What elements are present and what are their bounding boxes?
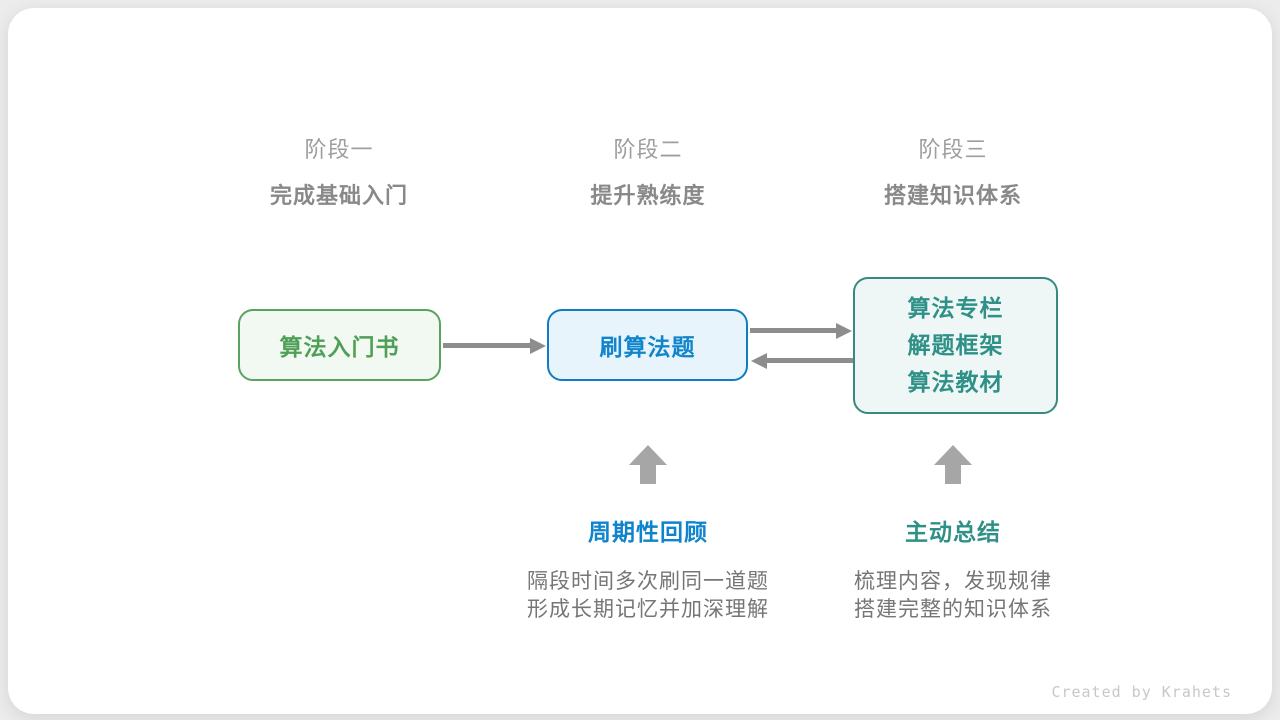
node-knowledge-line-1: 算法专栏 <box>907 295 1004 321</box>
annotation-active-summary-desc-line-1: 梳理内容，发现规律 <box>854 570 1052 593</box>
diagram-card: 阶段一 完成基础入门 阶段二 提升熟练度 阶段三 搭建知识体系 算法入门书 刷算… <box>8 8 1272 714</box>
annotation-periodic-review-desc: 隔段时间多次刷同一道题 形成长期记忆并加深理解 <box>488 568 808 624</box>
stage-2-label: 阶段二 <box>613 137 683 162</box>
stage-3-subtitle: 搭建知识体系 <box>883 183 1022 208</box>
stage-1-label: 阶段一 <box>304 137 374 162</box>
arrow-node2-to-node3-icon <box>750 328 837 333</box>
annotation-periodic-review-desc-line-1: 隔段时间多次刷同一道题 <box>527 570 769 593</box>
stage-1-subtitle: 完成基础入门 <box>269 183 408 208</box>
credit-text: Created by Krahets <box>1051 683 1232 701</box>
stage-2-subtitle: 提升熟练度 <box>590 183 706 208</box>
annotation-active-summary-title: 主动总结 <box>905 519 1001 545</box>
up-arrow-review-head <box>629 445 667 465</box>
node-knowledge-system: 算法专栏 解题框架 算法教材 <box>853 277 1058 414</box>
up-arrow-summary-head <box>934 445 972 465</box>
stage-header-2: 阶段二 提升熟练度 <box>518 136 778 210</box>
node-practice-problems: 刷算法题 <box>547 309 748 381</box>
up-arrow-summary-icon <box>934 445 972 484</box>
up-arrow-review-stem <box>640 465 656 484</box>
up-arrow-summary-stem <box>945 465 961 484</box>
arrow-node1-to-node2-icon <box>443 343 531 348</box>
node-knowledge-line-3: 算法教材 <box>907 369 1004 395</box>
up-arrow-review-icon <box>629 445 667 484</box>
annotation-active-summary-desc-line-2: 搭建完整的知识体系 <box>854 598 1052 621</box>
node-practice-problems-label: 刷算法题 <box>599 334 696 360</box>
annotation-periodic-review-desc-line-2: 形成长期记忆并加深理解 <box>527 598 769 621</box>
arrow-node3-to-node2-icon <box>766 358 853 363</box>
stage-3-label: 阶段三 <box>918 137 988 162</box>
annotation-periodic-review-title: 周期性回顾 <box>588 519 708 545</box>
node-intro-book: 算法入门书 <box>238 309 441 381</box>
annotation-periodic-review: 周期性回顾 隔段时间多次刷同一道题 形成长期记忆并加深理解 <box>488 518 808 624</box>
stage-header-1: 阶段一 完成基础入门 <box>209 136 469 210</box>
stage-header-3: 阶段三 搭建知识体系 <box>823 136 1083 210</box>
annotation-active-summary-desc: 梳理内容，发现规律 搭建完整的知识体系 <box>793 568 1113 624</box>
annotation-active-summary: 主动总结 梳理内容，发现规律 搭建完整的知识体系 <box>793 518 1113 624</box>
node-intro-book-label: 算法入门书 <box>279 334 400 360</box>
node-knowledge-line-2: 解题框架 <box>907 332 1004 358</box>
